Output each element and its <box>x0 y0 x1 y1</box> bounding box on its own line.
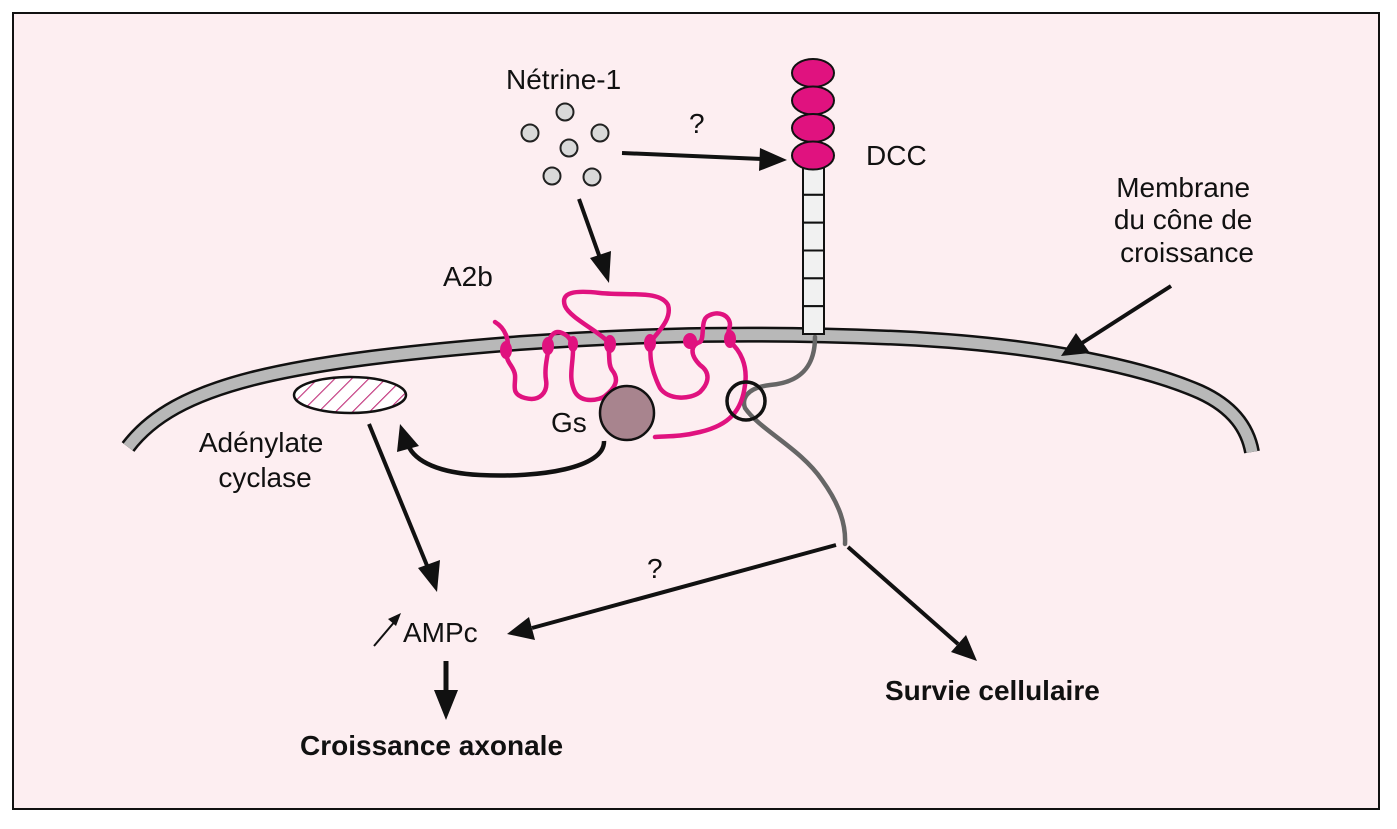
arrow-netrin-to-dcc <box>621 148 787 171</box>
dcc-fibronectin-segment <box>802 221 825 252</box>
dcc-label: DCC <box>866 140 927 171</box>
adenylate-cyclase-enzyme <box>292 375 408 415</box>
a2b-label: A2b <box>443 261 493 292</box>
question-mark-bottom: ? <box>647 553 663 584</box>
arrow-gs-to-cyclase <box>397 424 607 478</box>
arrow-dcc-to-ampc <box>507 543 837 640</box>
arrows <box>367 148 1173 720</box>
arrow-ampc-to-axonal-growth <box>434 661 458 720</box>
dcc-fibronectin-segment <box>802 193 825 224</box>
dcc-receptor <box>791 58 835 335</box>
a2b-receptor <box>492 289 748 440</box>
netrin-molecules <box>520 102 610 187</box>
gs-label: Gs <box>551 407 587 438</box>
netrin-molecule <box>555 102 575 122</box>
cell-survival-outcome: Survie cellulaire <box>885 675 1100 706</box>
axonal-growth-outcome: Croissance axonale <box>300 730 563 761</box>
membrane-label: Membrane du cône de croissance <box>1114 172 1260 268</box>
membrane-label-line-3: croissance <box>1120 237 1254 268</box>
dcc-intracellular-tail <box>741 334 848 547</box>
dcc-ig-domain <box>791 58 835 88</box>
netrin-molecule <box>559 138 579 158</box>
question-mark-top: ? <box>689 108 705 139</box>
arrow-netrin-to-a2b <box>577 198 611 283</box>
arrow-to-membrane <box>1061 284 1173 356</box>
membrane-label-line-1: Membrane <box>1116 172 1250 203</box>
netrin-molecule <box>520 123 540 143</box>
gs-protein <box>598 384 656 442</box>
dcc-fibronectin-segment <box>802 277 825 308</box>
adenylate-cyclase-label: Adénylate cyclase <box>199 427 331 493</box>
a2b-transmembrane-anchors <box>500 330 736 359</box>
netrin-molecule <box>582 167 602 187</box>
interaction-site-circle <box>725 380 767 422</box>
ampc-label: AMPc <box>403 617 478 648</box>
dcc-ig-domain <box>791 113 835 143</box>
growth-cone-membrane <box>121 326 1260 454</box>
adenylate-label-line-1: Adénylate <box>199 427 324 458</box>
arrow-cyclase-to-ampc <box>367 423 440 592</box>
increase-arrow-icon <box>373 613 401 647</box>
membrane-label-line-2: du cône de <box>1114 204 1253 235</box>
dcc-fibronectin-segment <box>802 249 825 280</box>
arrow-dcc-to-survival <box>846 545 977 661</box>
netrin-label: Nétrine-1 <box>506 64 621 95</box>
dcc-fibronectin-segment <box>802 166 825 196</box>
netrin-molecule <box>542 166 562 186</box>
adenylate-label-line-2: cyclase <box>218 462 311 493</box>
netrin-molecule <box>590 123 610 143</box>
dcc-ig-domain <box>791 140 835 171</box>
diagram-frame <box>12 12 1380 810</box>
dcc-fibronectin-segment <box>802 305 825 335</box>
dcc-ig-domain <box>791 85 835 116</box>
a2b-chain <box>492 289 748 440</box>
